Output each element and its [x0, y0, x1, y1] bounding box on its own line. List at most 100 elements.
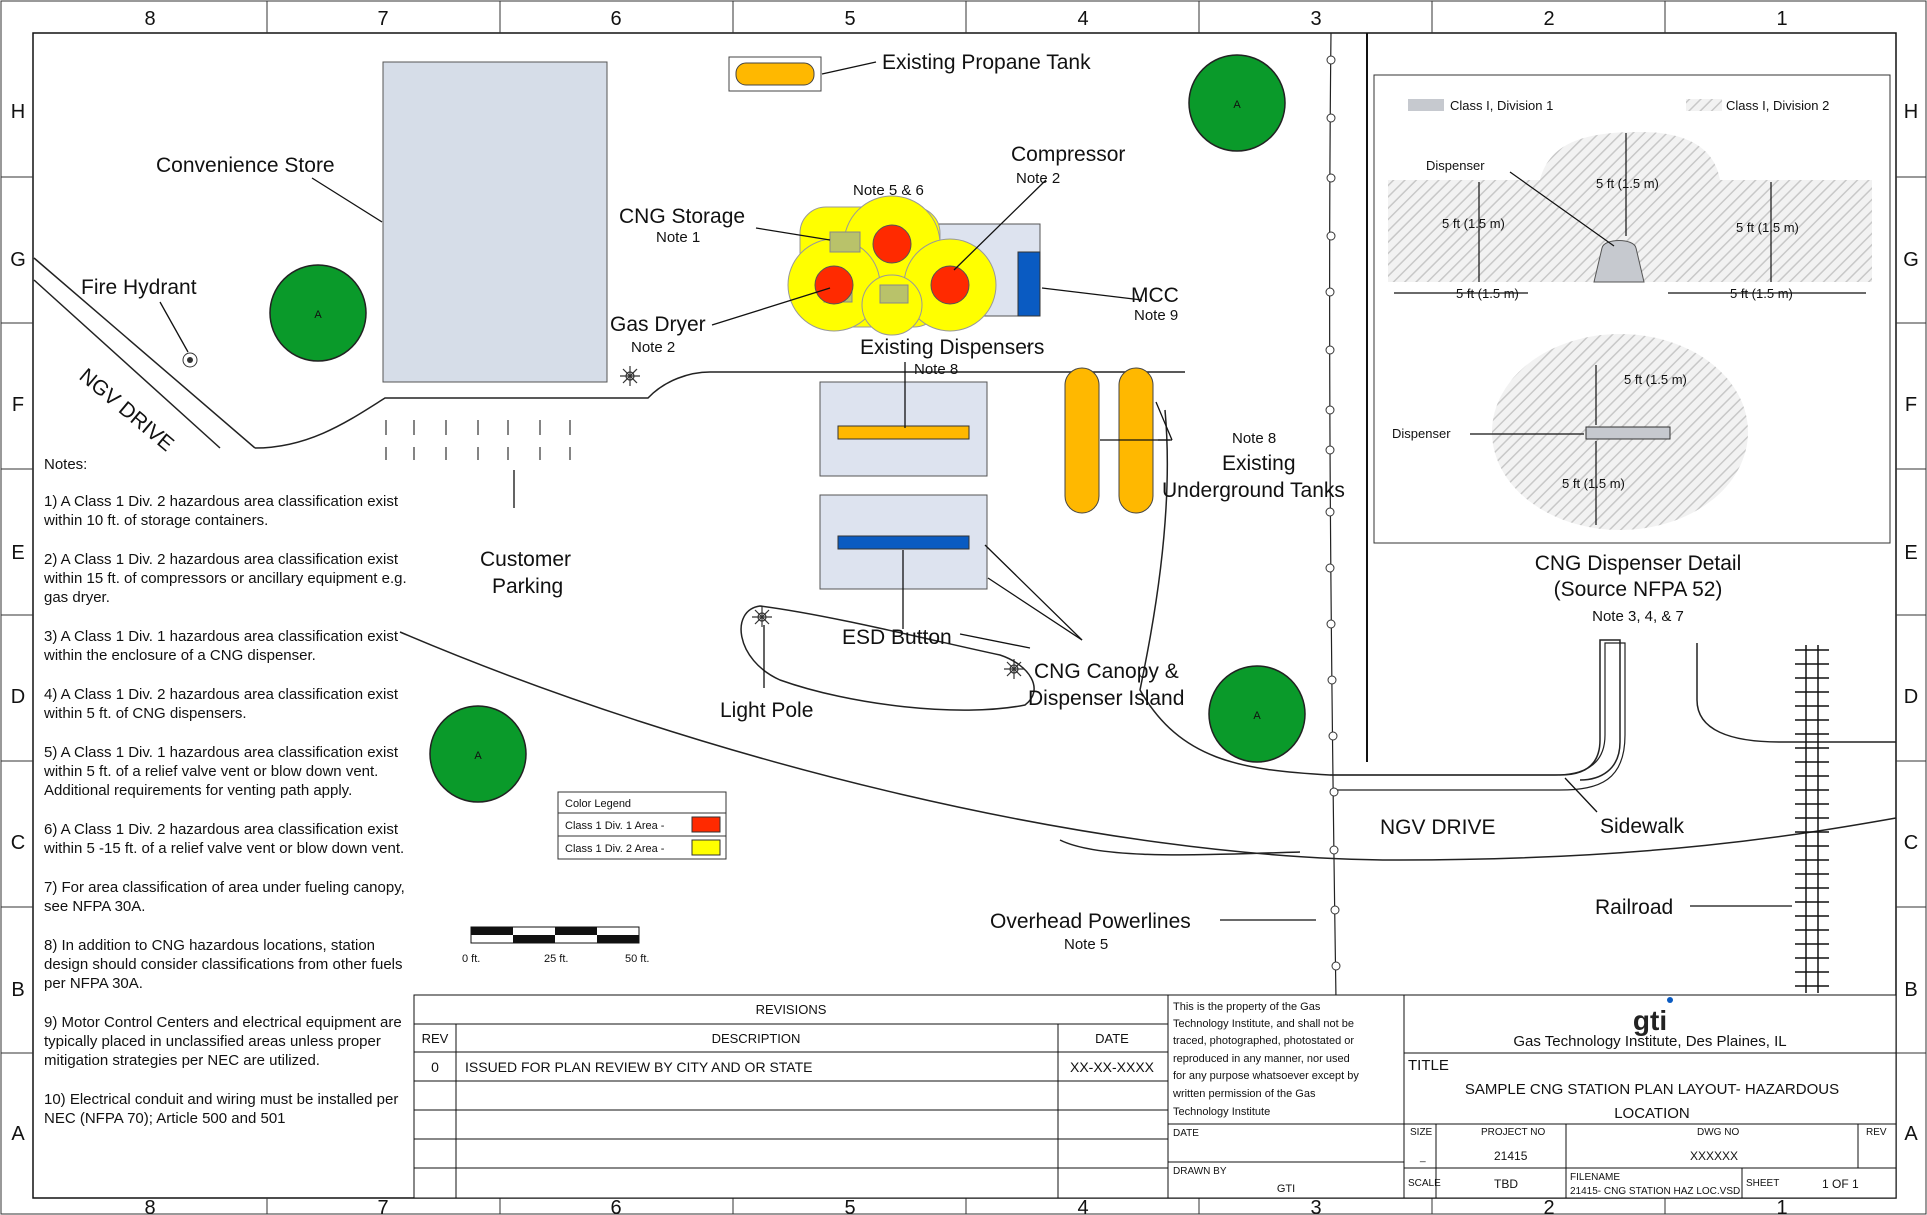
notes-heading: Notes: — [44, 456, 88, 473]
row-label-left: H — [11, 101, 25, 123]
svg-text:5 ft (1.5 m): 5 ft (1.5 m) — [1456, 286, 1519, 301]
svg-text:(Source NFPA 52): (Source NFPA 52) — [1554, 578, 1723, 601]
svg-text:Note 3, 4, & 7: Note 3, 4, & 7 — [1592, 608, 1684, 625]
light-pole-island — [740, 605, 1035, 711]
row-label-right: C — [1904, 832, 1918, 854]
dispenser-plan — [1585, 426, 1671, 440]
row-label-left: E — [11, 542, 24, 564]
propane-tank — [735, 62, 815, 86]
detail-legend-div1-swatch — [1408, 99, 1444, 111]
title-line-2: LOCATION — [1614, 1105, 1690, 1122]
fire-hydrant-icon — [182, 352, 198, 368]
revisions-row-desc: ISSUED FOR PLAN REVIEW BY CITY AND OR ST… — [465, 1059, 812, 1075]
label-propane-tank: Existing Propane Tank — [882, 51, 1091, 74]
property-line: written permission of the Gas — [1172, 1088, 1316, 1100]
mcc-panel — [1017, 251, 1041, 317]
right-curve — [1696, 643, 1896, 743]
property-line: reproduced in any manner, nor used — [1173, 1053, 1350, 1065]
label-overhead-powerlines: Overhead Powerlines — [990, 910, 1191, 933]
row-label-right: F — [1905, 394, 1917, 416]
power-pole-marker — [1325, 55, 1341, 971]
row-label-right: H — [1904, 101, 1918, 123]
row-label-left: D — [11, 686, 25, 708]
property-line: Technology Institute, and shall not be — [1173, 1018, 1354, 1030]
label-gas-dryer: Gas Dryer — [610, 313, 706, 336]
notes-panel: Notes: 1) A Class 1 Div. 2 hazardous are… — [44, 455, 414, 1148]
project-no-value: 21415 — [1494, 1149, 1528, 1163]
label-note-5-6: Note 5 & 6 — [853, 182, 924, 199]
label-compressor-note: Note 2 — [1016, 170, 1060, 187]
row-label-left: B — [11, 979, 24, 1001]
row-label-left: C — [11, 832, 25, 854]
convenience-store — [382, 61, 608, 383]
col-label-bottom: 5 — [844, 1197, 855, 1215]
tree: A — [1208, 665, 1306, 763]
label-canopy-2: Dispenser Island — [1028, 687, 1184, 710]
svg-text:5 ft (1.5 m): 5 ft (1.5 m) — [1624, 372, 1687, 387]
row-label-right: A — [1904, 1123, 1918, 1145]
dispenser-cng — [837, 535, 970, 550]
dispenser-existing — [837, 425, 970, 440]
label-compressor: Compressor — [1011, 143, 1125, 166]
filename-value: 21415- CNG STATION HAZ LOC.VSD — [1570, 1186, 1740, 1197]
svg-text:50 ft.: 50 ft. — [625, 953, 649, 965]
svg-text:Class I, Division 2: Class I, Division 2 — [1726, 98, 1829, 113]
note-item: 1) A Class 1 Div. 2 hazardous area class… — [44, 493, 399, 529]
label-existing-dispensers: Existing Dispensers — [860, 336, 1044, 359]
label-underground-1: Existing — [1222, 452, 1296, 475]
svg-text:5 ft (1.5 m): 5 ft (1.5 m) — [1442, 216, 1505, 231]
svg-text:A: A — [314, 309, 322, 321]
note-item: 7) For area classification of area under… — [44, 879, 405, 915]
note-item: 10) Electrical conduit and wiring must b… — [44, 1091, 399, 1127]
svg-text:5 ft (1.5 m): 5 ft (1.5 m) — [1596, 176, 1659, 191]
property-notice — [1167, 994, 1405, 1199]
revisions-row-date: XX-XX-XXXX — [1070, 1059, 1155, 1075]
property-line: Technology Institute — [1173, 1106, 1270, 1118]
note-item: 5) A Class 1 Div. 1 hazardous area class… — [44, 744, 399, 799]
row-label-left: F — [12, 394, 24, 416]
note-item: 4) A Class 1 Div. 2 hazardous area class… — [44, 686, 399, 722]
label-powerlines-note: Note 5 — [1064, 936, 1108, 953]
svg-text:5 ft (1.5 m): 5 ft (1.5 m) — [1562, 476, 1625, 491]
date-label: DATE — [1173, 1128, 1199, 1139]
svg-text:A: A — [1233, 99, 1241, 111]
label-mcc: MCC — [1131, 284, 1179, 307]
col-label-bottom: 2 — [1543, 1197, 1554, 1215]
tree: A — [429, 705, 527, 803]
label-ngv-drive-diagonal: NGV DRIVE — [75, 364, 178, 456]
col-label-bottom: 6 — [610, 1197, 621, 1215]
gti-logo-dot — [1667, 997, 1673, 1003]
revisions-col-date: DATE — [1095, 1031, 1129, 1046]
property-line: This is the property of the Gas — [1173, 1001, 1321, 1013]
revisions-row-rev: 0 — [431, 1059, 439, 1075]
label-customer-parking-1: Customer — [480, 548, 571, 571]
row-label-right: E — [1904, 542, 1917, 564]
col-label-top: 3 — [1310, 8, 1321, 30]
row-label-right: B — [1904, 979, 1917, 1001]
gti-logo: gti — [1633, 1005, 1667, 1036]
label-cng-storage: CNG Storage — [619, 205, 745, 228]
size-value: _ — [1419, 1152, 1426, 1163]
tree: A — [269, 264, 367, 362]
drive-curve — [1139, 409, 1621, 781]
detail-legend-div2-swatch — [1686, 99, 1722, 111]
col-label-top: 4 — [1077, 8, 1088, 30]
div2-envelope-elevation — [1388, 132, 1872, 282]
revisions-col-desc: DESCRIPTION — [712, 1031, 801, 1046]
light-pole-icon — [752, 607, 772, 627]
title-line-1: SAMPLE CNG STATION PLAN LAYOUT- HAZARDOU… — [1465, 1081, 1839, 1098]
col-label-top: 5 — [844, 8, 855, 30]
revisions-title: REVISIONS — [756, 1002, 827, 1017]
sheet-label: SHEET — [1746, 1178, 1779, 1189]
col-label-top: 2 — [1543, 8, 1554, 30]
col-label-bottom: 4 — [1077, 1197, 1088, 1215]
revisions-table — [413, 994, 1169, 1199]
note-item: 2) A Class 1 Div. 2 hazardous area class… — [44, 551, 407, 606]
sheet-value: 1 OF 1 — [1822, 1177, 1859, 1191]
col-label-top: 7 — [377, 8, 388, 30]
col-label-top: 8 — [144, 8, 155, 30]
label-fire-hydrant: Fire Hydrant — [81, 276, 197, 299]
row-label-right: G — [1903, 249, 1919, 271]
scale-label: SCALE — [1408, 1178, 1441, 1189]
